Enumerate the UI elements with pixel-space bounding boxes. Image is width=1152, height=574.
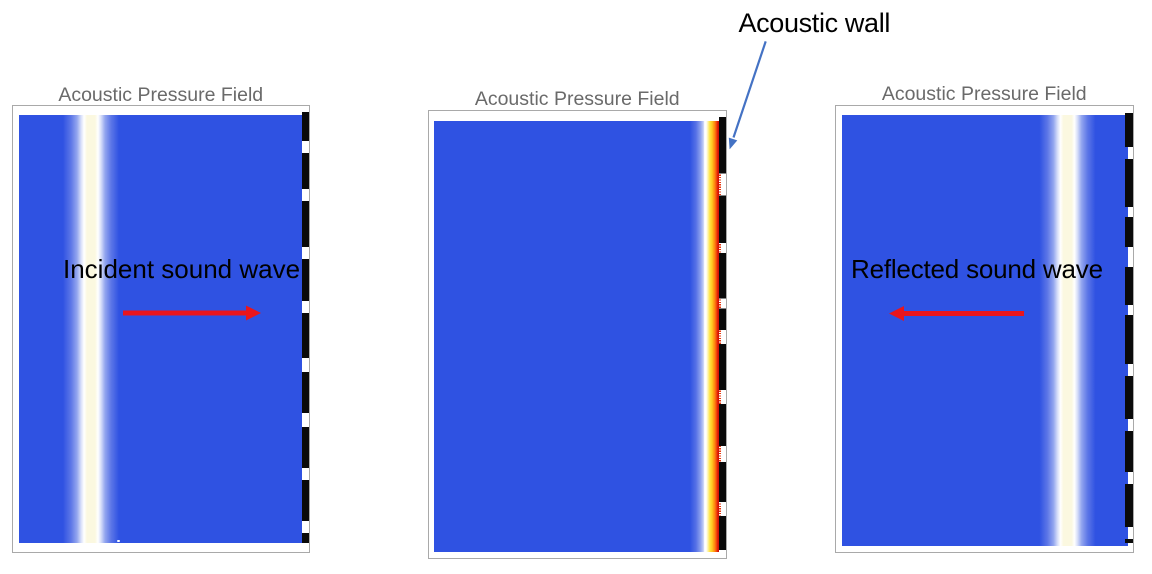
panel2-acoustic-wall-dashed-line xyxy=(718,117,726,550)
panel2-title: Acoustic Pressure Field xyxy=(474,88,680,111)
panel1-acoustic-wall-dashed-line xyxy=(301,112,309,543)
panel2-pressure-field xyxy=(434,120,719,552)
incident-wave-label: Incident sound wave xyxy=(63,253,301,284)
panel3-title: Acoustic Pressure Field xyxy=(881,82,1087,105)
panel3-plot xyxy=(834,105,1134,553)
panel1-plot xyxy=(12,104,310,553)
panel3-pressure-field xyxy=(841,114,1128,546)
panel1-title: Acoustic Pressure Field xyxy=(58,83,264,106)
field-edge-artifact xyxy=(117,539,120,542)
acoustic-wall-label: Acoustic wall xyxy=(738,7,891,38)
reflected-wave-label: Reflected sound wave xyxy=(851,253,1103,284)
panel3-acoustic-wall-dashed-line xyxy=(1124,113,1133,543)
acoustic-wall-pointer-arrow xyxy=(728,41,767,150)
panel2-plot xyxy=(428,110,727,559)
panel1-pressure-field xyxy=(19,114,302,543)
